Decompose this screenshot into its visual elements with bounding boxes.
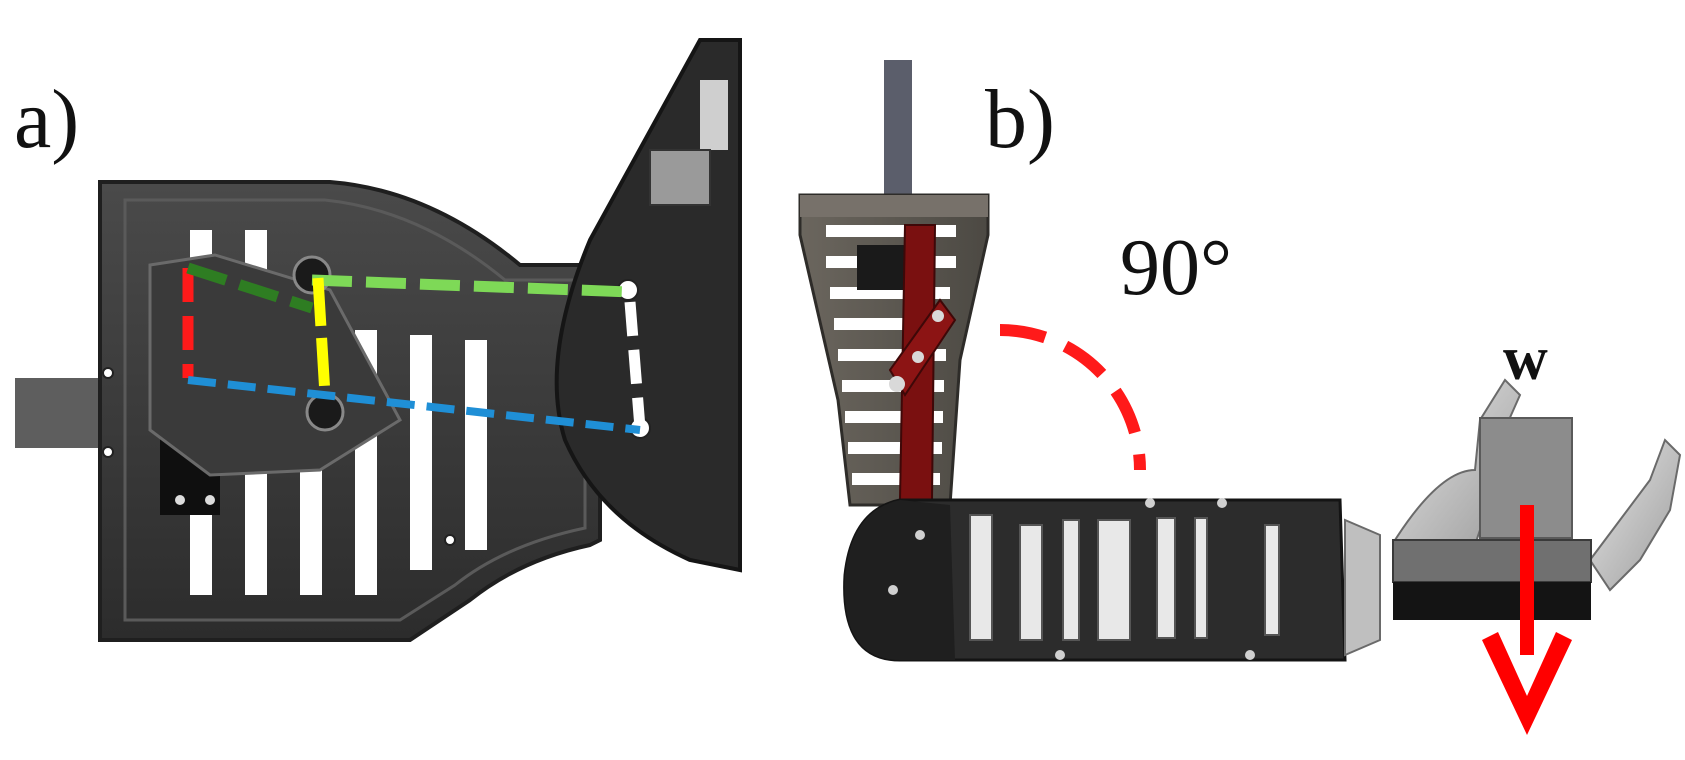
crank-pin <box>912 351 924 363</box>
upper-arm-top-plate <box>800 195 988 217</box>
link-dark-green <box>186 262 314 314</box>
held-object-bottom <box>1393 582 1591 620</box>
hand-fingers <box>1588 438 1682 592</box>
link-white <box>624 301 646 429</box>
down-arrow-icon <box>1482 505 1572 735</box>
angle-label: 90° <box>1120 224 1232 312</box>
motor-shaft <box>15 378 110 448</box>
link-yellow <box>312 277 331 396</box>
crank-pin <box>932 310 944 322</box>
servo-screw <box>205 495 215 505</box>
link-blue <box>187 376 641 434</box>
angle-arc <box>999 324 1146 471</box>
upper-arm-detail <box>649 149 711 206</box>
elbow-cap <box>844 500 955 660</box>
forearm-slots <box>969 514 1280 641</box>
crank-pin <box>889 376 905 392</box>
joint-pivot <box>305 392 345 432</box>
servo-screw <box>175 495 185 505</box>
panel-a-drawing <box>15 38 742 642</box>
wrist-joint <box>1344 518 1381 657</box>
forearm-screws <box>888 498 1255 660</box>
upper-arm-rod <box>884 60 912 195</box>
panel-a-label: a) <box>14 73 80 166</box>
weight-label: w <box>1503 325 1548 393</box>
panel-b-drawing <box>798 60 1682 735</box>
upper-arm-detail <box>700 80 728 150</box>
held-object-top <box>1392 539 1592 583</box>
plate-bolts <box>102 367 456 546</box>
panel-b-label: b) <box>985 73 1055 166</box>
